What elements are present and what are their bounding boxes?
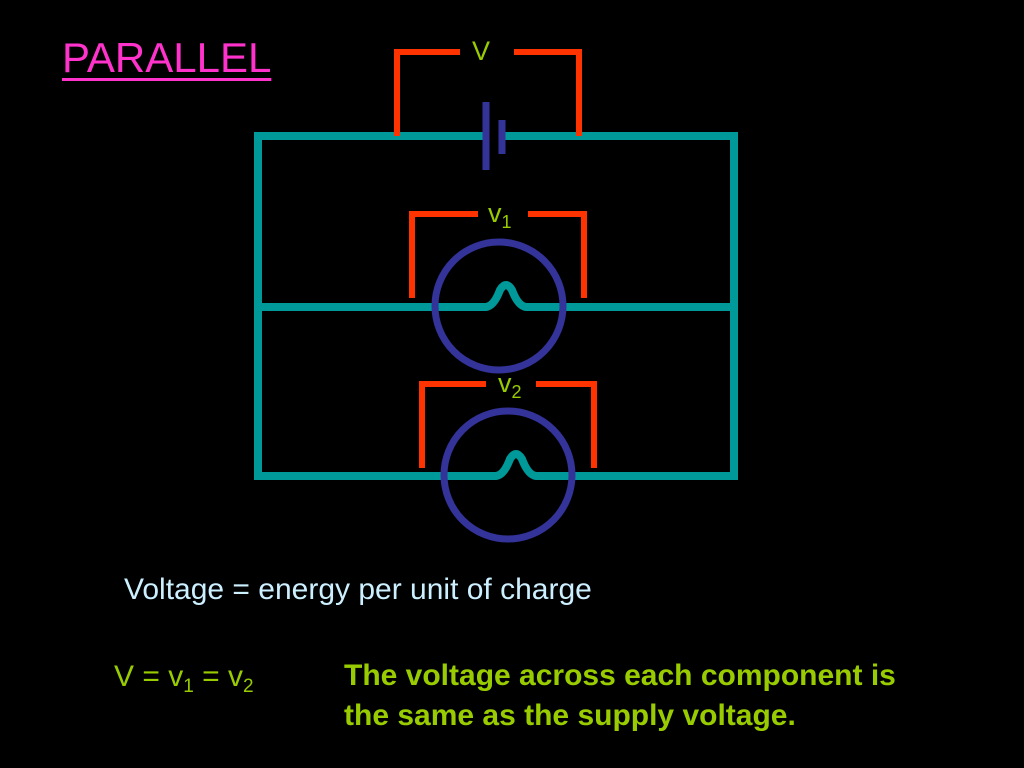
v1-label: v1	[488, 198, 512, 231]
v2-voltmeter-bracket	[419, 381, 597, 468]
explanation-line-2: the same as the supply voltage.	[344, 699, 796, 732]
v1-symbol: v	[488, 198, 502, 228]
slide-title: PARALLEL	[62, 34, 272, 81]
v1-subscript: 1	[501, 212, 512, 232]
lamp-1	[431, 238, 567, 374]
voltage-equation: V = v1 = v2	[114, 660, 254, 697]
lamp-2	[440, 407, 576, 543]
v2-symbol: v	[498, 368, 512, 398]
branch-2-wire	[254, 450, 738, 480]
equation-subscript-1: 1	[183, 676, 194, 697]
v1-voltmeter-bracket	[409, 211, 587, 298]
equation-part-2: = v	[193, 660, 243, 693]
equation-part-1: V = v	[114, 660, 184, 693]
supply-voltage-symbol: V	[472, 36, 491, 66]
v2-label: v2	[498, 368, 522, 401]
explanation-text: The voltage across each component is the…	[344, 656, 1004, 736]
supply-voltmeter-bracket	[394, 49, 582, 136]
voltage-definition: Voltage = energy per unit of charge	[124, 573, 592, 606]
explanation-line-1: The voltage across each component is	[344, 659, 896, 692]
branch-1-wire	[254, 281, 738, 311]
v2-subscript: 2	[511, 382, 522, 402]
equation-subscript-2: 2	[242, 676, 254, 697]
supply-voltage-label: V	[472, 36, 490, 66]
